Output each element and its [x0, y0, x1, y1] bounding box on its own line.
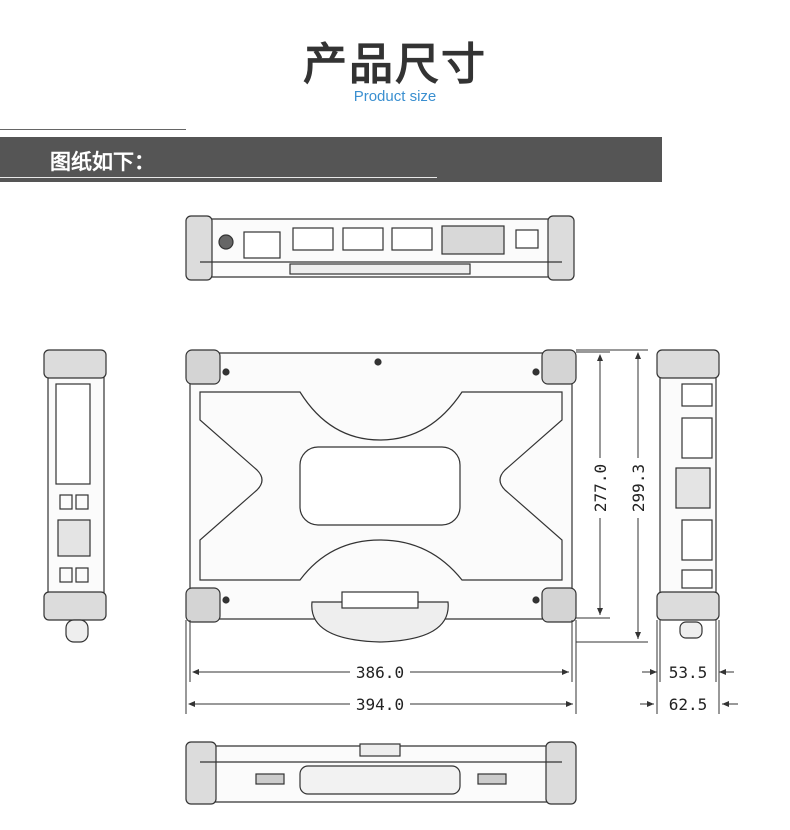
dim-inner-width: 386.0 [356, 663, 404, 682]
dim-inner-depth: 53.5 [669, 663, 708, 682]
dim-inner-height: 277.0 [591, 464, 610, 512]
dim-outer-depth: 62.5 [669, 695, 708, 714]
banner-rule [0, 177, 437, 178]
front-view [185, 741, 577, 805]
dim-outer-height: 299.3 [629, 464, 648, 512]
page-subtitle: Product size [353, 88, 437, 105]
left-side-view [43, 349, 107, 643]
banner-label: 图纸如下： [50, 150, 155, 174]
rear-view [185, 215, 575, 281]
page-title: 产品尺寸 [303, 39, 487, 90]
right-side-view [656, 349, 720, 639]
section-banner: 图纸如下： [0, 137, 662, 182]
dim-outer-width: 394.0 [356, 695, 404, 714]
dimension-lines [185, 349, 738, 714]
bottom-view [185, 349, 577, 643]
divider-line [0, 129, 186, 130]
